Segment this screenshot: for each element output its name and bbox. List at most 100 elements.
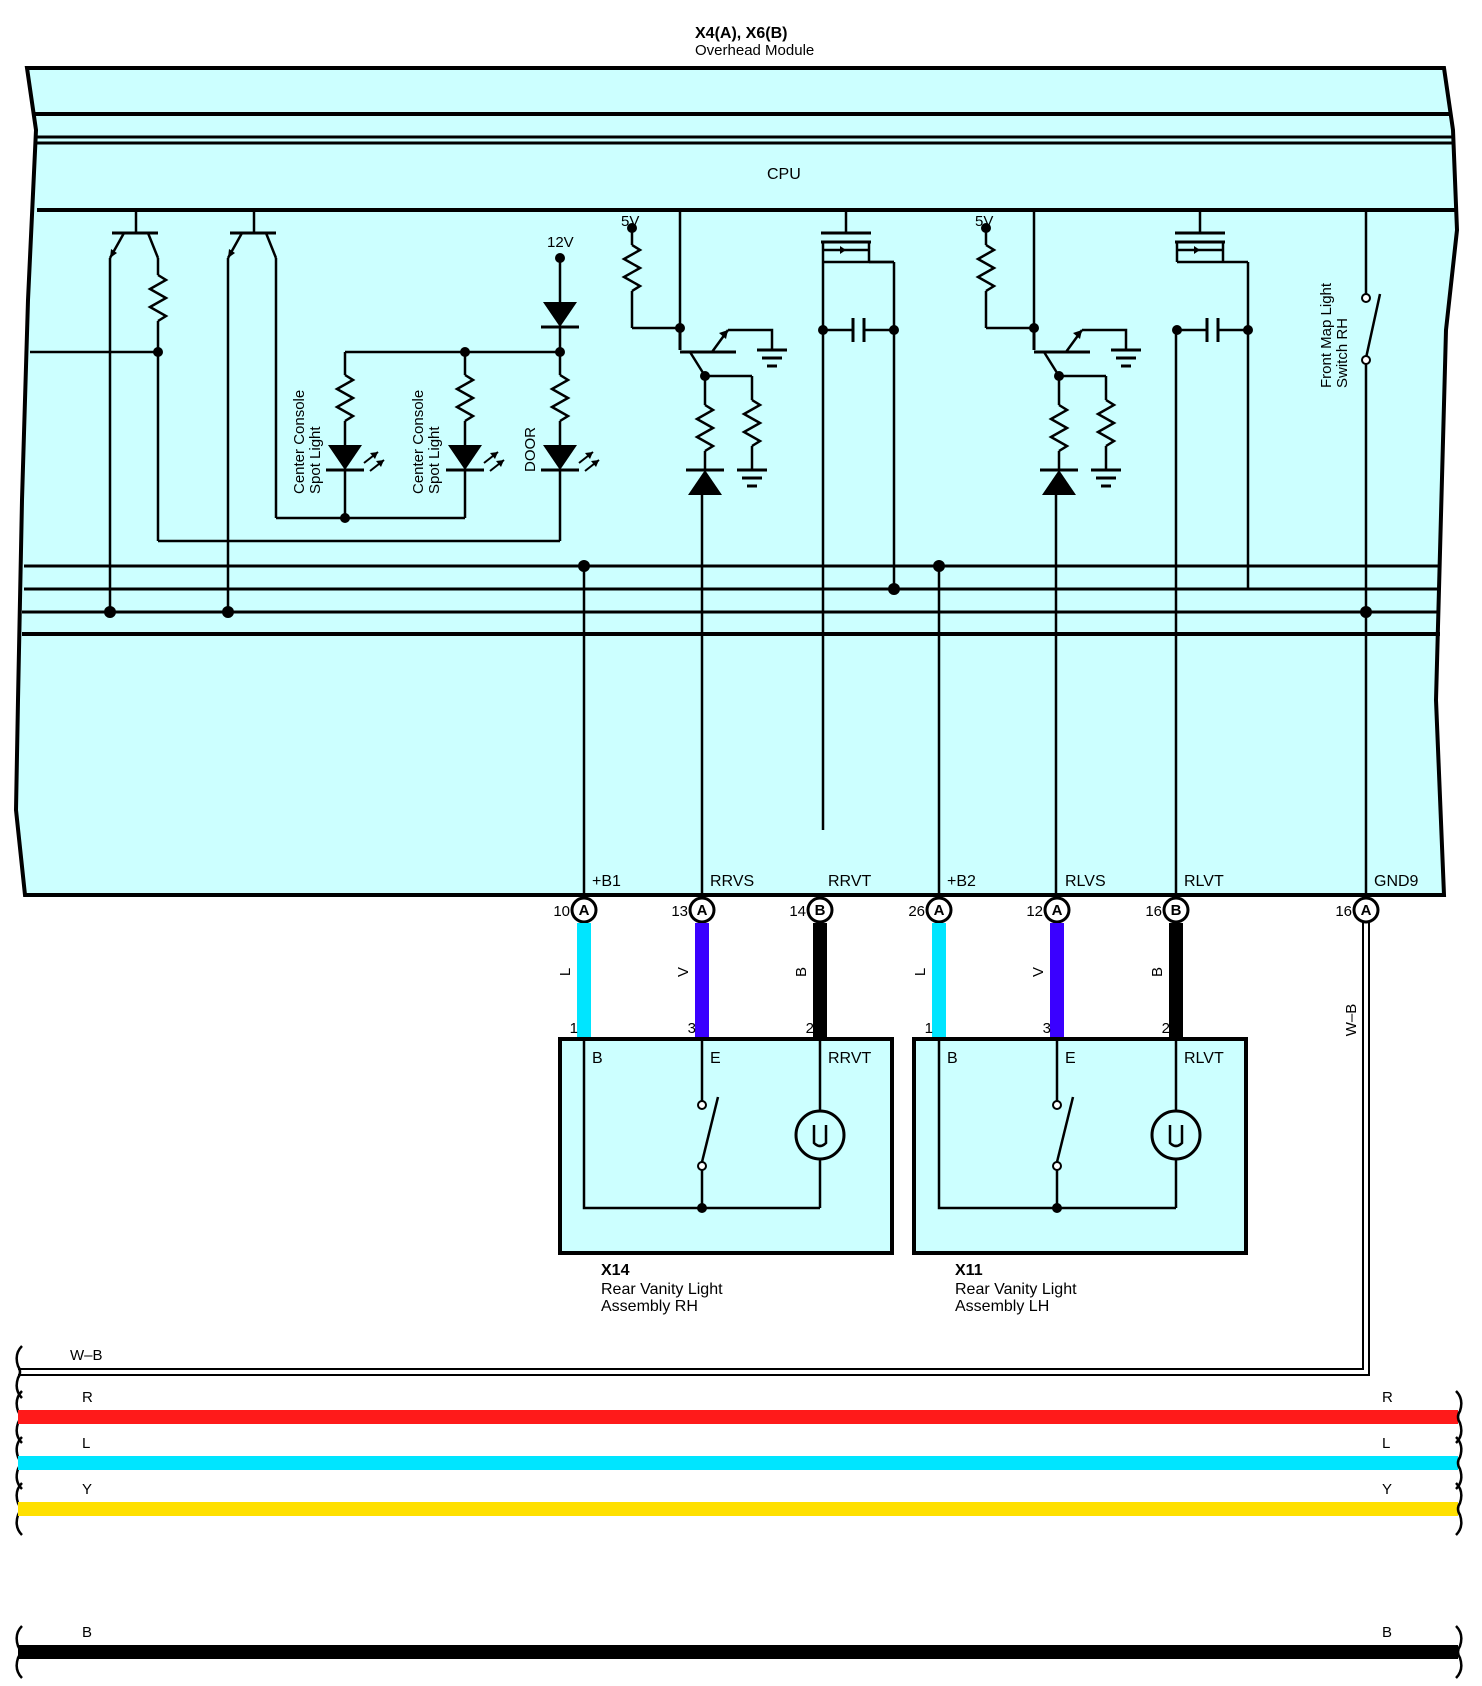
rrvt-driver xyxy=(818,210,900,830)
spot-light-2-label: Center Console Spot Light xyxy=(410,386,443,494)
pin-signal-label: RLVT xyxy=(1184,873,1224,890)
rrvs-driver xyxy=(621,210,787,495)
bus-label-left: B xyxy=(82,1624,92,1641)
pin-stubs xyxy=(578,330,1368,895)
assembly-body xyxy=(912,1037,1248,1255)
pin-connector-letter: B xyxy=(815,902,826,919)
cpu-label: CPU xyxy=(767,166,801,183)
wire-color-code: V xyxy=(1030,967,1047,977)
assembly-body xyxy=(558,1037,894,1255)
pin-signal-label: +B2 xyxy=(947,873,976,890)
assembly-pin-number: 3 xyxy=(1043,1020,1051,1037)
pin-signal-label: +B1 xyxy=(592,873,621,890)
pin-connector-letter: A xyxy=(934,902,945,919)
front-map-switch xyxy=(1360,210,1382,618)
pin-connector-letter: B xyxy=(1171,902,1182,919)
assembly-name-line-2: Assembly RH xyxy=(601,1298,698,1315)
pin-terminal xyxy=(1352,896,1380,924)
door-label: DOOR xyxy=(522,427,539,472)
bus-label-left: Y xyxy=(82,1481,92,1498)
assembly-terminal-label: B xyxy=(592,1050,603,1067)
wire-color-code: V xyxy=(675,967,692,977)
lamp-filament xyxy=(1168,1125,1184,1148)
bus-label-right: R xyxy=(1382,1389,1393,1406)
assembly-terminal-label: E xyxy=(710,1050,721,1067)
wire-segment xyxy=(577,923,591,1039)
assembly-pin-number: 1 xyxy=(925,1020,933,1037)
module-name: Overhead Module xyxy=(695,42,814,59)
bus-label-left: R xyxy=(82,1389,93,1406)
bus-label-left: L xyxy=(82,1435,90,1452)
pin-connector-letter: A xyxy=(1052,902,1063,919)
pin-terminal xyxy=(925,896,953,924)
bus-line xyxy=(18,1456,1458,1470)
pin-terminal xyxy=(688,896,716,924)
assembly-name-line-1: Rear Vanity Light xyxy=(601,1281,723,1298)
pin-signal-label: RLVS xyxy=(1065,873,1106,890)
wire-segment xyxy=(18,922,1364,1370)
pin-connector-letter: A xyxy=(697,902,708,919)
bus-break-right xyxy=(1455,1390,1463,1444)
module-code: X4(A), X6(B) xyxy=(695,25,787,42)
assembly-terminal-label: B xyxy=(947,1050,958,1067)
lamp-filament xyxy=(812,1125,828,1148)
pin-terminal xyxy=(1162,896,1190,924)
assembly-name-line-1: Rear Vanity Light xyxy=(955,1281,1077,1298)
pin-number-label: 12 xyxy=(1026,903,1043,920)
pin-number-label: 13 xyxy=(671,903,688,920)
bus-label-right: B xyxy=(1382,1624,1392,1641)
switch-contact xyxy=(1052,1161,1062,1171)
pin-connector-letter: A xyxy=(579,902,590,919)
front-map-switch-label: Front Map Light Switch RH xyxy=(1318,279,1351,388)
pin-rrvs: RRVS 13 A xyxy=(671,873,754,924)
assembly-terminal-label: E xyxy=(1065,1050,1076,1067)
v5-right-label: 5V xyxy=(975,213,993,230)
bus-label-right: Y xyxy=(1382,1481,1392,1498)
v5-left-label: 5V xyxy=(621,213,639,230)
wire-color-code: W–B xyxy=(1343,1004,1360,1037)
wire-segment xyxy=(932,923,946,1039)
wire-segment xyxy=(813,923,827,1039)
pin-number-label: 16 xyxy=(1335,903,1352,920)
assembly-terminal-label: RRVT xyxy=(828,1050,871,1067)
switch-blade xyxy=(700,1096,720,1163)
wire-segment xyxy=(695,923,709,1039)
wire-segment xyxy=(1050,923,1064,1039)
bus-label-left: W–B xyxy=(70,1347,103,1364)
spot-light-1-label: Center Console Spot Light xyxy=(291,386,324,494)
bus-line xyxy=(18,1502,1458,1516)
pin-number-label: 10 xyxy=(553,903,570,920)
left-input-section xyxy=(30,212,600,618)
pin-number-label: 16 xyxy=(1145,903,1162,920)
pin-connector-letter: A xyxy=(1361,902,1372,919)
pin-terminal xyxy=(570,896,598,924)
bus-w–b: W–B xyxy=(15,1345,103,1399)
pin-terminal xyxy=(806,896,834,924)
switch-contact xyxy=(697,1100,707,1110)
switch-contact xyxy=(1052,1100,1062,1110)
bus-break-left xyxy=(15,1345,23,1399)
assembly-code: X11 xyxy=(955,1262,983,1279)
pin-signal-label: RRVS xyxy=(710,873,754,890)
pin-rlvs: RLVS 12 A xyxy=(1026,873,1106,924)
v12-label: 12V xyxy=(547,234,574,251)
assembly-wiring xyxy=(937,1039,1176,1210)
bus-line xyxy=(18,1410,1458,1424)
pin-plus-b1: +B1 10 A xyxy=(553,873,621,924)
pin-rlvt: RLVT 16 B xyxy=(1145,873,1224,924)
wire-color-code: B xyxy=(793,967,810,977)
wire-segment xyxy=(18,922,1370,1376)
